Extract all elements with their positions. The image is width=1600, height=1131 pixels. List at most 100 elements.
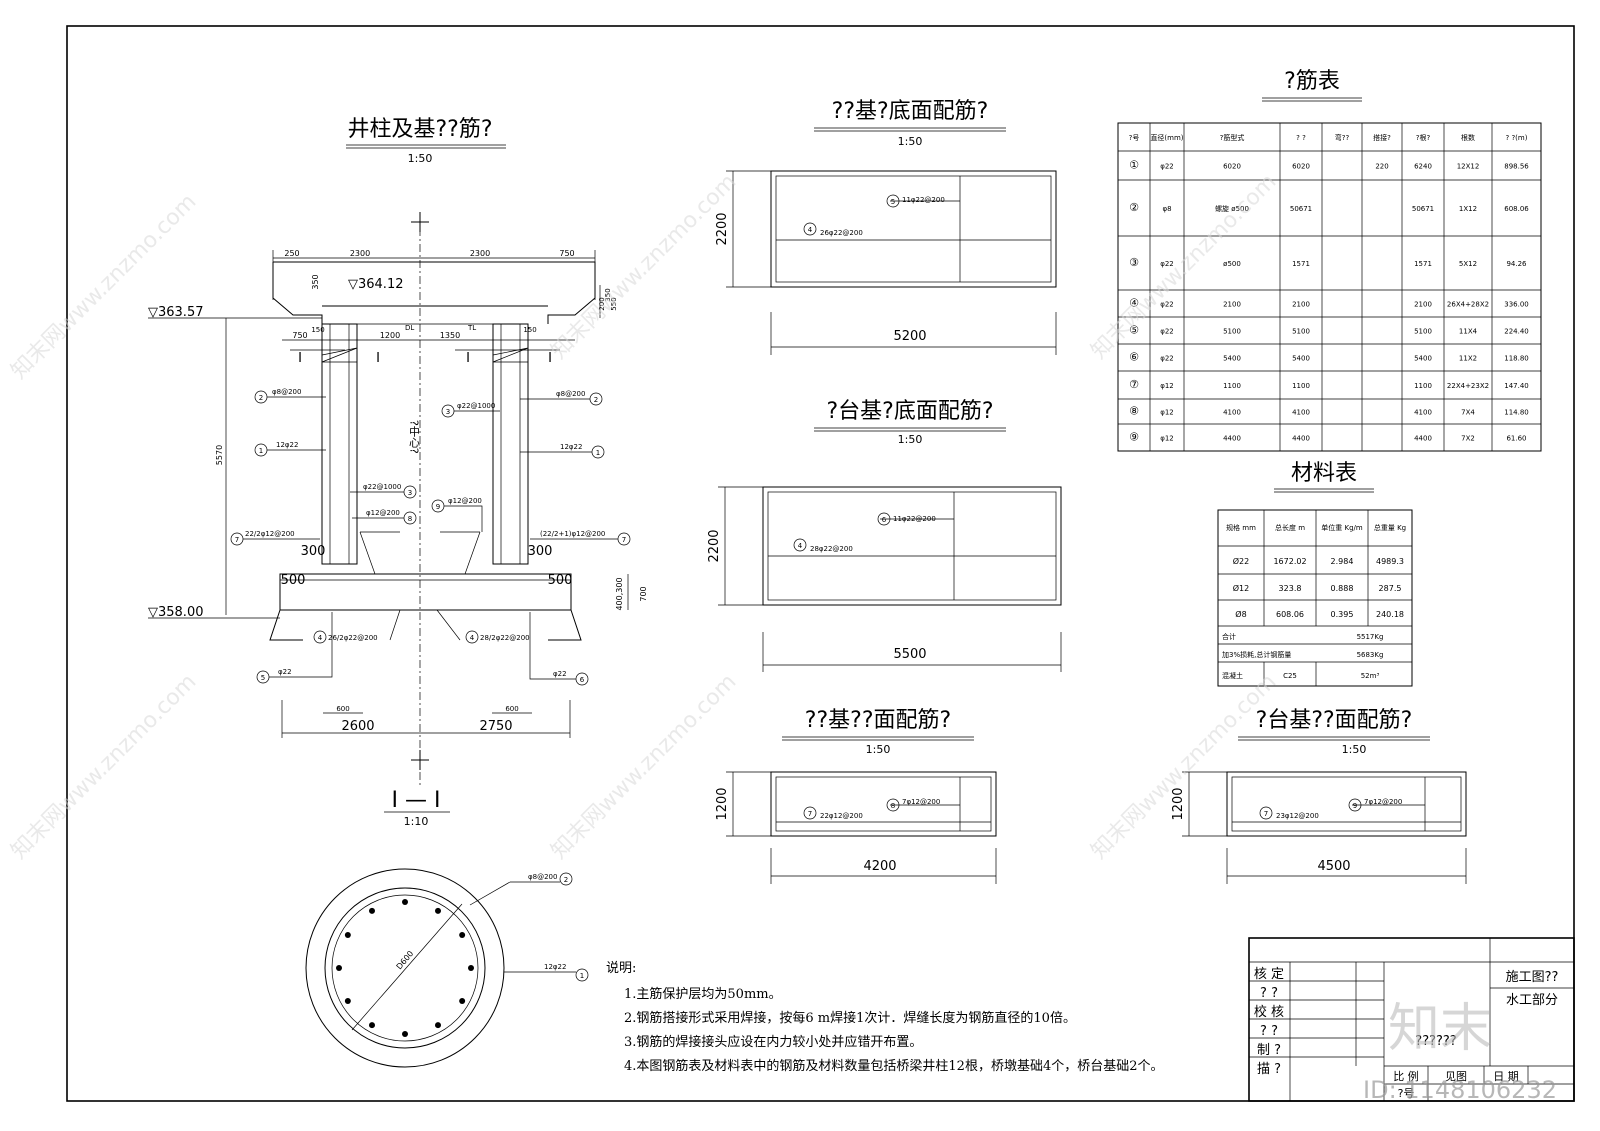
watermark-5: 知末网www.znzmo.com <box>547 669 742 864</box>
plan-2-rebar-b: 28φ22@200 <box>810 545 853 553</box>
dim-350-top: 350 <box>311 274 320 289</box>
rebar-table-cell: 5100 <box>1292 328 1310 336</box>
material-table-cell: 323.8 <box>1279 584 1302 593</box>
watermark-4: 知末网www.znzmo.com <box>7 669 202 864</box>
watermark-logo: 知末 <box>1388 999 1492 1059</box>
plan-2-title: ?台基?底面配筋? <box>826 399 993 424</box>
dim-5570: 5570 <box>215 445 224 465</box>
plan-3-title: ??基??面配筋? <box>805 708 951 733</box>
svg-text:6: 6 <box>580 676 585 684</box>
elev-left: ▽363.57 <box>148 305 204 320</box>
svg-text:4: 4 <box>470 634 475 642</box>
tb-row-1: 核 定 <box>1254 967 1284 982</box>
rebar-table-cell: 6020 <box>1292 163 1310 171</box>
rebar-dot <box>459 998 466 1004</box>
rebar-table-cell: 4100 <box>1223 409 1241 417</box>
watermark-2: 知末网www.znzmo.com <box>547 169 742 364</box>
dim-1200: 1200 <box>380 331 400 340</box>
rebar-table-cell: φ22 <box>1160 301 1174 309</box>
rebar-dot <box>336 965 342 971</box>
rebar-table-cell: 6240 <box>1414 163 1432 171</box>
rebar-table-cell: ⑧ <box>1129 405 1139 418</box>
svg-text:1: 1 <box>596 449 600 457</box>
dim-150-left: 150 <box>311 326 324 334</box>
svg-text:4: 4 <box>808 226 813 234</box>
tb-row-2: ? ? <box>1260 986 1278 1001</box>
rebar-table-cell: 11X4 <box>1459 328 1478 336</box>
plan-3-scale: 1:50 <box>866 743 891 756</box>
tb-date-label: 日 期 <box>1493 1070 1519 1083</box>
plan-4-rebar-b: 23φ12@200 <box>1276 812 1319 820</box>
label-dl: DL <box>405 324 414 332</box>
plan-3-width: 4200 <box>863 859 896 874</box>
rebar-table-header: 直径(mm) <box>1150 133 1183 142</box>
plan-2-width: 5500 <box>893 647 926 662</box>
dim-550: 550 <box>610 297 618 310</box>
label-r4-right: 28/2φ22@200 <box>480 634 530 642</box>
tb-row-6: 描 ? <box>1257 1062 1281 1077</box>
dim-750-top: 750 <box>559 249 574 258</box>
center-label: ?中心? <box>408 420 421 454</box>
rebar-dot <box>369 907 375 914</box>
rebar-table-cell: 118.80 <box>1504 355 1529 363</box>
rebar-table-cell: 5100 <box>1414 328 1432 336</box>
dim-700: 700 <box>639 586 648 601</box>
label-r7-left: 22/2φ12@200 <box>245 530 295 538</box>
rebar-table-cell: 4400 <box>1223 435 1241 443</box>
rebar-table-cell: ø500 <box>1223 260 1241 268</box>
rebar-table-cell: φ22 <box>1160 260 1174 268</box>
dim-750-left: 750 <box>292 331 307 340</box>
rebar-table-cell: 11X2 <box>1459 355 1477 363</box>
plan-3-height: 1200 <box>715 787 730 820</box>
material-concrete-value: 52m³ <box>1361 672 1380 680</box>
plan-1-title: ??基?底面配筋? <box>832 99 989 124</box>
tb-dept: 水工部分 <box>1506 993 1558 1008</box>
rebar-dot <box>468 965 474 971</box>
plan-4-height: 1200 <box>1171 787 1186 820</box>
dim-2300-right: 2300 <box>470 249 490 258</box>
sheet-border <box>66 25 1575 1102</box>
rebar-table-cell: 898.56 <box>1504 163 1529 171</box>
rebar-table-cell: ⑦ <box>1129 378 1139 391</box>
rebar-dot <box>344 998 351 1004</box>
material-table-cell: 1672.02 <box>1273 557 1306 566</box>
notes-title: 说明: <box>606 961 636 976</box>
svg-text:7: 7 <box>1264 810 1268 818</box>
material-total-value: 5517Kg <box>1357 633 1384 641</box>
dim-2600: 2600 <box>341 719 374 734</box>
material-loss-label: 加3%损耗,总计钢筋量 <box>1222 650 1291 659</box>
rebar-table-cell: ③ <box>1129 256 1139 269</box>
dim-500-left: 500 <box>281 573 306 588</box>
rebar-table-cell: ④ <box>1129 297 1139 310</box>
svg-text:3: 3 <box>408 489 412 497</box>
rebar-table-cell: 147.40 <box>1504 382 1529 390</box>
svg-text:2: 2 <box>564 876 568 884</box>
plan-4: ?台基??面配筋? 1:50 9 7φ12@200 7 23φ12@200 12… <box>1171 708 1467 884</box>
label-r6: φ22 <box>553 670 567 678</box>
svg-text:5: 5 <box>261 674 265 682</box>
tb-stage: 施工图?? <box>1506 970 1559 985</box>
plan-1-width: 5200 <box>893 329 926 344</box>
rebar-dot <box>435 907 441 914</box>
rebar-table-cell: 4100 <box>1292 409 1310 417</box>
label-r2-right: φ8@200 <box>556 390 585 398</box>
rebar-table-cell: ⑨ <box>1129 431 1139 444</box>
rebar-dot <box>459 932 466 938</box>
label-r3-a: φ22@1000 <box>457 402 495 410</box>
plan-1: ??基?底面配筋? 1:50 5 11φ22@200 4 26φ22@200 2… <box>715 99 1057 355</box>
watermark-6: 知末网www.znzmo.com <box>1087 669 1282 864</box>
dim-400-300: 400,300 <box>615 577 624 610</box>
svg-text:7: 7 <box>808 810 812 818</box>
svg-text:5: 5 <box>891 198 895 206</box>
svg-text:4: 4 <box>798 542 803 550</box>
svg-text:8: 8 <box>891 802 895 810</box>
rebar-table-cell: 224.40 <box>1504 328 1529 336</box>
plan-4-rebar-a: 7φ12@200 <box>1364 798 1402 806</box>
rebar-table-cell: 5400 <box>1414 355 1432 363</box>
label-r3-b: φ22@1000 <box>363 483 401 491</box>
watermark-1: 知末网www.znzmo.com <box>7 189 202 384</box>
section-r2: φ8@200 <box>528 873 557 881</box>
rebar-table-cell: ② <box>1129 201 1139 214</box>
tb-row-5: 制 ? <box>1257 1043 1281 1058</box>
